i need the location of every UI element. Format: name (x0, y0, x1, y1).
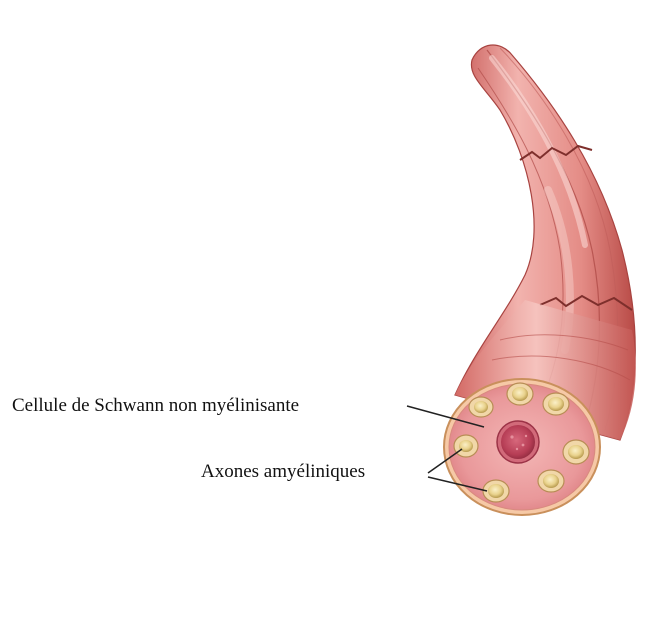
schwann-cell-nucleus (497, 421, 539, 463)
axon (538, 470, 564, 492)
fiber-bundle (455, 45, 636, 440)
schwann-cell-label: Cellule de Schwann non myélinisante (12, 396, 299, 415)
axon (563, 440, 589, 464)
axon (543, 393, 569, 415)
axon (454, 435, 478, 457)
unmyelinated-axons-label: Axones amyéliniques (201, 462, 365, 481)
axon (507, 383, 533, 405)
axon (469, 397, 493, 417)
